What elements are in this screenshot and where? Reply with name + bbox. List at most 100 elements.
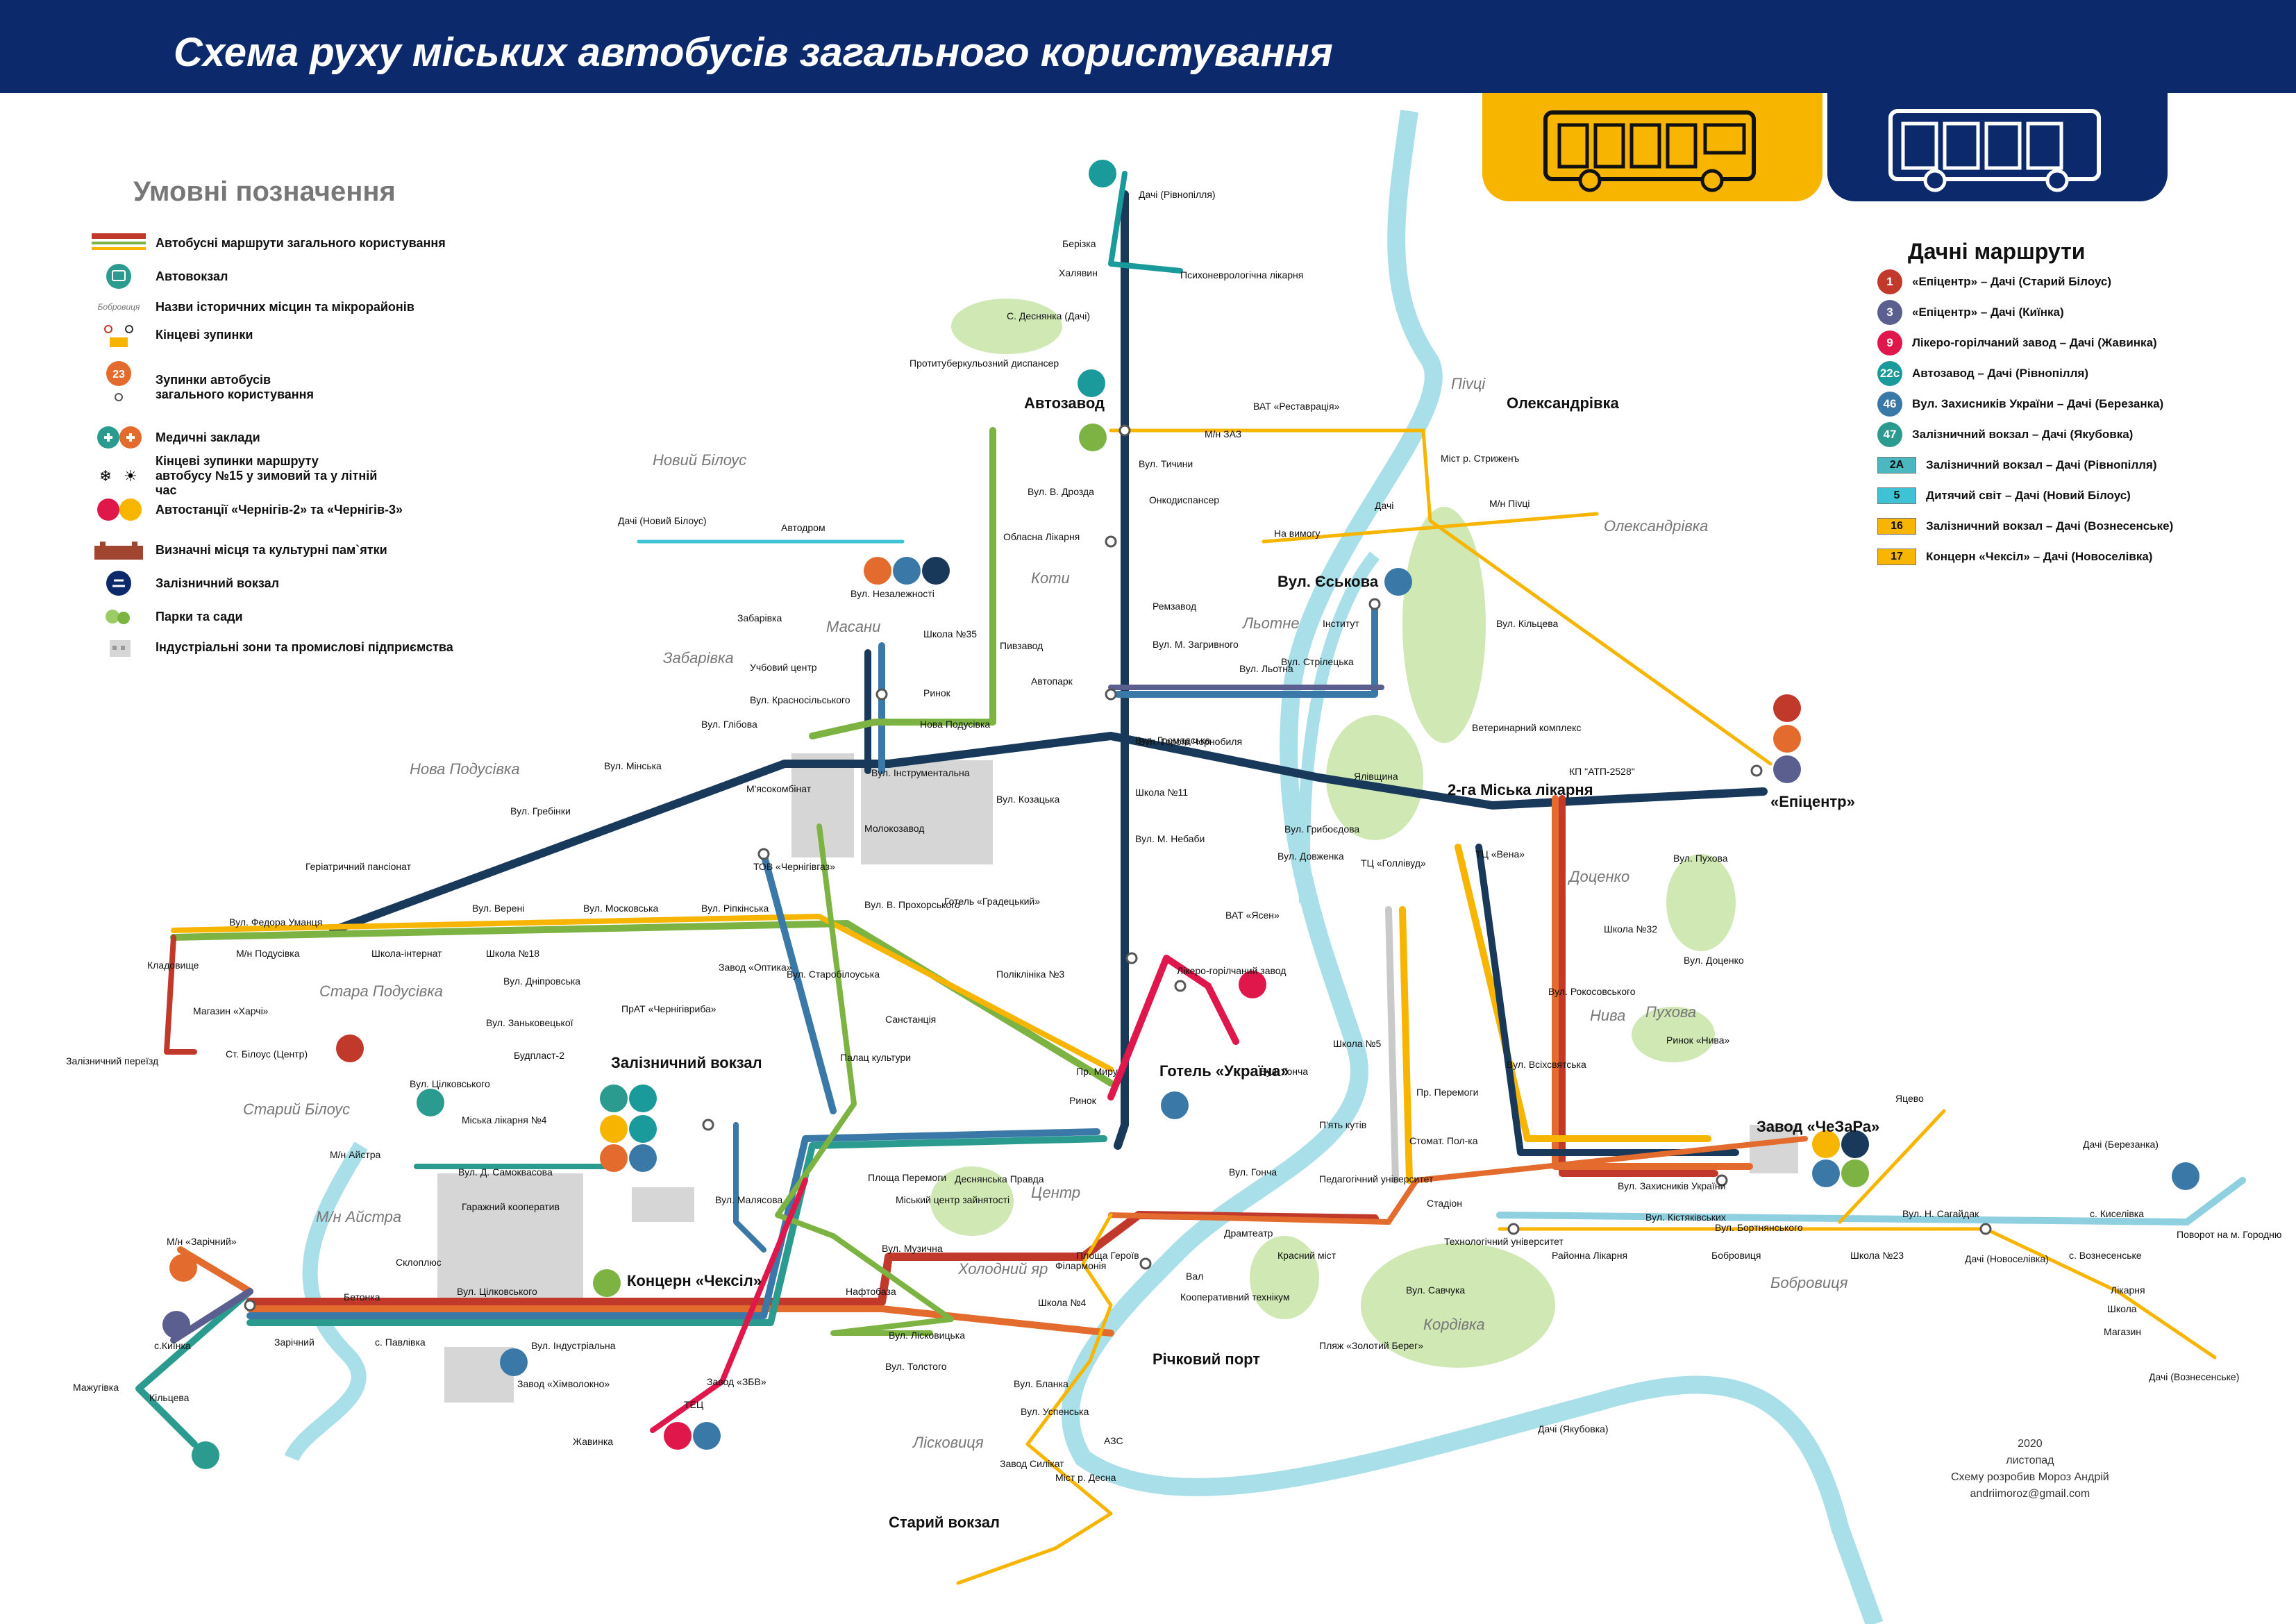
legend-terminals-label: Кінцеві зупинки — [156, 327, 253, 342]
stop-label: Пр. Перемоги — [1416, 1087, 1479, 1098]
route-number-badge: 3 — [1877, 300, 1902, 325]
stop-label: Вул. Московська — [583, 903, 659, 914]
stop-label: Вул. Доценко — [1684, 955, 1744, 966]
stop-markers — [244, 424, 1992, 1312]
stop-label: М/н ЗАЗ — [1205, 428, 1242, 440]
desna-river — [1061, 110, 1884, 1624]
medical-icon — [89, 424, 149, 451]
stop-label: Дачі (Новоселівка) — [1965, 1253, 2049, 1264]
stop-label: Залізничний вокзал — [611, 1054, 762, 1071]
route-number-badge: 2А — [1877, 457, 1916, 474]
district-label: Пухова — [1645, 1003, 1697, 1021]
summer-route-label: Залізничний вокзал – Дачі (Вознесенське) — [1926, 519, 2174, 533]
stop-label: Берізка — [1062, 238, 1096, 249]
legend-rail-label: Залізничний вокзал — [156, 576, 280, 590]
stop-label: Нафтобаза — [846, 1286, 896, 1297]
stop-label: Залізничний переїзд — [66, 1055, 159, 1066]
stop-label: Міська лікарня №4 — [462, 1114, 547, 1125]
page-title: Схема руху міських автобусів загального … — [174, 30, 1333, 75]
stop-label: Мажугівка — [73, 1382, 119, 1393]
stop-label: Вал — [1186, 1271, 1204, 1282]
stop-label: Готель «Україна» — [1159, 1062, 1289, 1080]
stop-label: Міський центр зайнятості — [896, 1194, 1010, 1205]
legend-terminals: Кінцеві зупинки — [89, 321, 253, 349]
legend-bus-station: Автовокзал — [89, 262, 228, 290]
stop-label: Учбовий центр — [750, 662, 817, 673]
stop-label: Вул. Стрілецька — [1281, 656, 1354, 667]
stop-label: Санстанція — [885, 1014, 937, 1025]
stop-label: Поворот на м. Городню — [2177, 1229, 2282, 1240]
stop-label: Вул. Інструментальна — [871, 767, 970, 778]
stop-label: «Епіцентр» — [1770, 793, 1855, 810]
legend-rail: Залізничний вокзал — [89, 569, 279, 597]
credits-year: 2020 — [2018, 1438, 2043, 1450]
stop-label: М/н Айстра — [330, 1149, 381, 1160]
stop-label: Вул. Н. Сагайдак — [1902, 1208, 1979, 1219]
stop-label: Школа №18 — [486, 948, 540, 959]
rail-station-icon — [89, 569, 149, 597]
stop-label: ТЦ «Голлівуд» — [1361, 857, 1426, 869]
credits-month: листопад — [2006, 1455, 2054, 1466]
stop-label: М'ясокомбінат — [746, 783, 812, 794]
stop-label: ТЦ «Вена» — [1475, 848, 1525, 860]
summer-route-label: «Епіцентр» – Дачі (Старий Білоус) — [1912, 275, 2112, 288]
header-bar: Схема руху міських автобусів загального … — [0, 0, 2296, 93]
stop-label: Дачі (Рівнопілля) — [1139, 189, 1216, 200]
district-label: Нива — [1590, 1007, 1626, 1024]
stop-label: ВАТ «Реставрація» — [1253, 401, 1340, 412]
stop-label: Психоневрологічна лікарня — [1180, 269, 1304, 281]
stop-label: Вул. Малясова — [715, 1194, 783, 1205]
legend-industry: Індустріальні зони та промислові підприє… — [89, 633, 453, 661]
summer-route-item: 3«Епіцентр» – Дачі (Киїнка) — [1877, 299, 2064, 326]
stop-label: ТОВ «Чернігівгаз» — [753, 861, 835, 872]
district-label: Льотне — [1243, 614, 1300, 632]
stop-label: Молокозавод — [864, 823, 925, 834]
stop-label: Міст р. Стриженъ — [1441, 453, 1520, 464]
bilous-river — [284, 1141, 368, 1462]
stop-label: Вул. В. Прохорського — [864, 899, 960, 910]
stop-label: Дачі (Березанка) — [2083, 1139, 2159, 1150]
stop-label: КП "АТП-2528" — [1569, 766, 1635, 777]
stop-label: Вул. Єськова — [1277, 573, 1379, 590]
stop-label: Вул. Незалежності — [850, 588, 935, 599]
legend-districts: Бобровиця Назви історичних місцин та мік… — [89, 293, 414, 321]
stop-label: П'ять кутів — [1319, 1119, 1367, 1130]
stop-label: Завод Силікат — [1000, 1458, 1064, 1469]
stop-label: Лікеро-горілчаний завод — [1177, 965, 1287, 976]
legend-routes-label: Автобусні маршрути загального користуван… — [156, 235, 446, 250]
stop-label: Вул. Гребінки — [510, 805, 571, 817]
stop-label: Магазин — [2104, 1326, 2142, 1337]
city-bus-card — [1827, 93, 2168, 201]
stop-label: Вул. В. Дрозда — [1028, 486, 1094, 497]
stop-label: Магазин «Харчі» — [193, 1005, 269, 1016]
route-number-badge: 47 — [1877, 422, 1902, 447]
stop-label: Ринок «Нива» — [1666, 1035, 1730, 1046]
terminal-stop-icon — [89, 321, 149, 349]
stop-label: Вул. Лісковицька — [889, 1330, 965, 1341]
stop-label: Ст. Білоус (Центр) — [226, 1048, 308, 1060]
stop-label: Протитуберкульозний диспансер — [910, 358, 1059, 369]
stop-label: Філармонія — [1055, 1260, 1107, 1271]
svg-text:☀: ☀ — [124, 468, 137, 485]
stop-label: Бобровиця — [1711, 1250, 1761, 1261]
factory-icon — [89, 633, 149, 661]
summer-route-label: Лікеро-горілчаний завод – Дачі (Жавинка) — [1912, 336, 2157, 349]
stop-label: Обласна Лікарня — [1003, 531, 1080, 542]
stop-label: с.Киїнка — [154, 1340, 191, 1351]
stop-label: Педагогічний університет — [1319, 1173, 1434, 1184]
stop-label: ПрАТ «Чернігівриба» — [621, 1003, 717, 1014]
stop-label: Вул. Захисників України — [1618, 1180, 1726, 1191]
stop-label: Вул. Цілковського — [457, 1286, 537, 1297]
stop-label: с. Киселівка — [2090, 1208, 2145, 1219]
stop-label: Вул. Тичини — [1139, 458, 1193, 469]
stop-label: Школа — [2107, 1303, 2137, 1314]
stop-label: Школа №5 — [1333, 1038, 1382, 1049]
stop-label: Драмтеатр — [1224, 1228, 1273, 1239]
stop-label: ВАТ «Ясен» — [1225, 910, 1280, 921]
landmark-icon — [89, 536, 149, 564]
stop-label: ТЕЦ — [684, 1399, 704, 1410]
legend-seasonal-label: Кінцеві зупинки маршруту автобусу №15 у … — [156, 453, 378, 497]
summer-route-label: Залізничний вокзал – Дачі (Рівнопілля) — [1926, 458, 2157, 471]
